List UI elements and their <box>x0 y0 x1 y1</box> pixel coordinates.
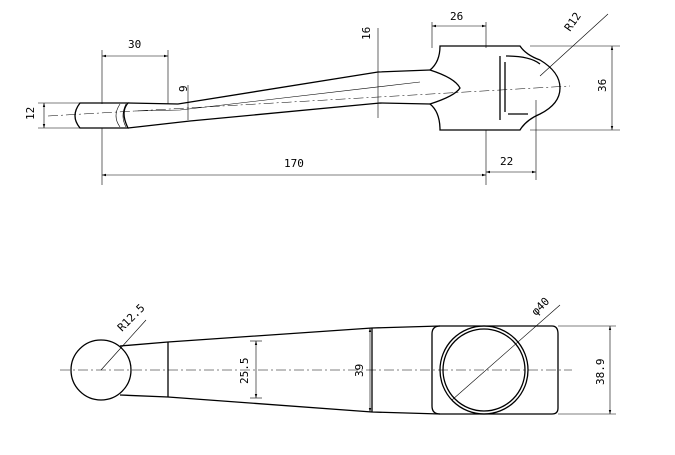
hub-inner-arc <box>505 55 541 65</box>
dim-39: 39 <box>353 364 366 377</box>
leader-r12-5 <box>100 319 147 371</box>
dim-170: 170 <box>284 157 304 170</box>
dim-9: 9 <box>177 85 190 92</box>
handle-grip-neck <box>115 103 127 128</box>
hub-outline <box>428 45 561 131</box>
dim-26: 26 <box>450 10 463 23</box>
dim-30: 30 <box>128 38 141 51</box>
bottom-view: R12.5 25.5 39 φ40 38.9 <box>60 295 616 415</box>
dim-38-9: 38.9 <box>594 359 607 386</box>
tapered-arm-inner <box>134 81 421 112</box>
small-boss-circle <box>70 339 132 401</box>
leader-r12 <box>539 13 609 77</box>
leader-phi40 <box>451 304 561 401</box>
bottom-hub-outline <box>431 325 559 415</box>
tapered-arm-top <box>127 69 431 105</box>
dim-r12-5: R12.5 <box>115 302 148 335</box>
large-bore-circle-inner <box>442 328 526 412</box>
dim-r12: R12 <box>562 10 584 34</box>
dim-36: 36 <box>596 79 609 92</box>
tapered-arm-bottom <box>127 102 431 129</box>
large-bore-circle-outer <box>439 325 529 415</box>
top-view: 30 9 16 26 R12 36 12 170 22 <box>24 10 620 185</box>
dim-22: 22 <box>500 155 513 168</box>
bottom-arm-outline <box>119 325 441 415</box>
handle-grip-outline <box>74 102 130 129</box>
dim-25-5: 25.5 <box>238 358 251 385</box>
top-centerline <box>47 85 571 117</box>
dim-12: 12 <box>24 107 37 120</box>
dim-16: 16 <box>360 27 373 40</box>
